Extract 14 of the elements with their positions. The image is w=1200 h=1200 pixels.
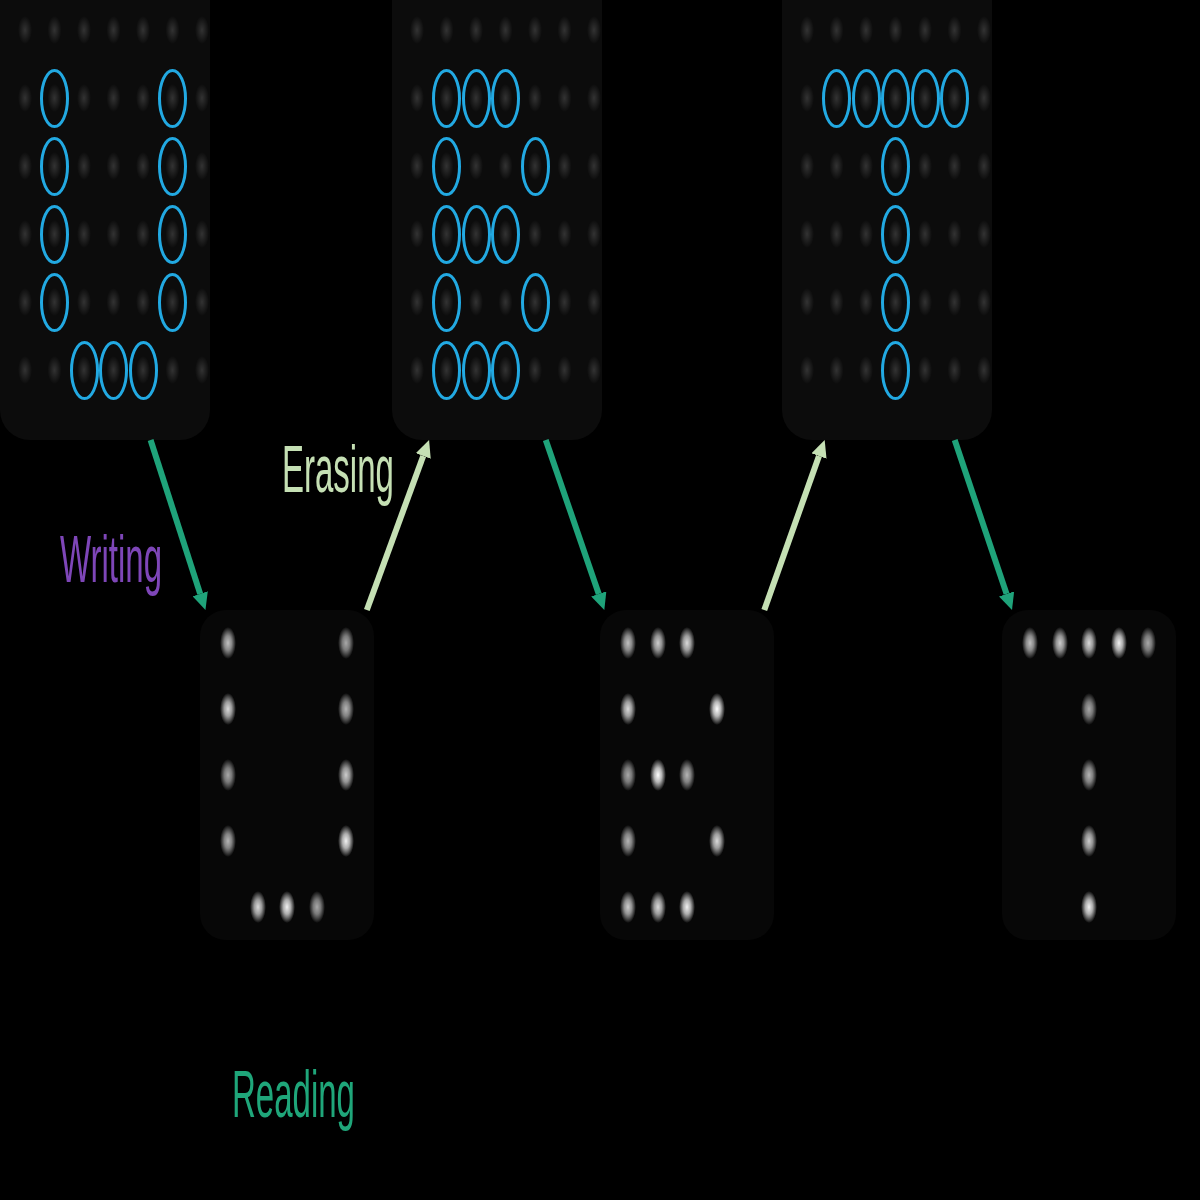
arrow bbox=[761, 440, 827, 611]
readout-image bbox=[200, 610, 374, 940]
spot-array-panel bbox=[392, 0, 602, 440]
readout-image bbox=[600, 610, 774, 940]
step-label: Reading bbox=[232, 1057, 355, 1133]
arrow bbox=[364, 440, 431, 612]
step-label: Writing bbox=[60, 522, 163, 598]
spot-array-panel bbox=[0, 0, 210, 440]
step-label: Erasing bbox=[282, 432, 394, 508]
spot-array-panel bbox=[782, 0, 992, 440]
arrow bbox=[147, 439, 208, 610]
readout-image bbox=[1002, 610, 1176, 940]
arrow bbox=[542, 439, 607, 610]
arrow bbox=[951, 439, 1015, 610]
